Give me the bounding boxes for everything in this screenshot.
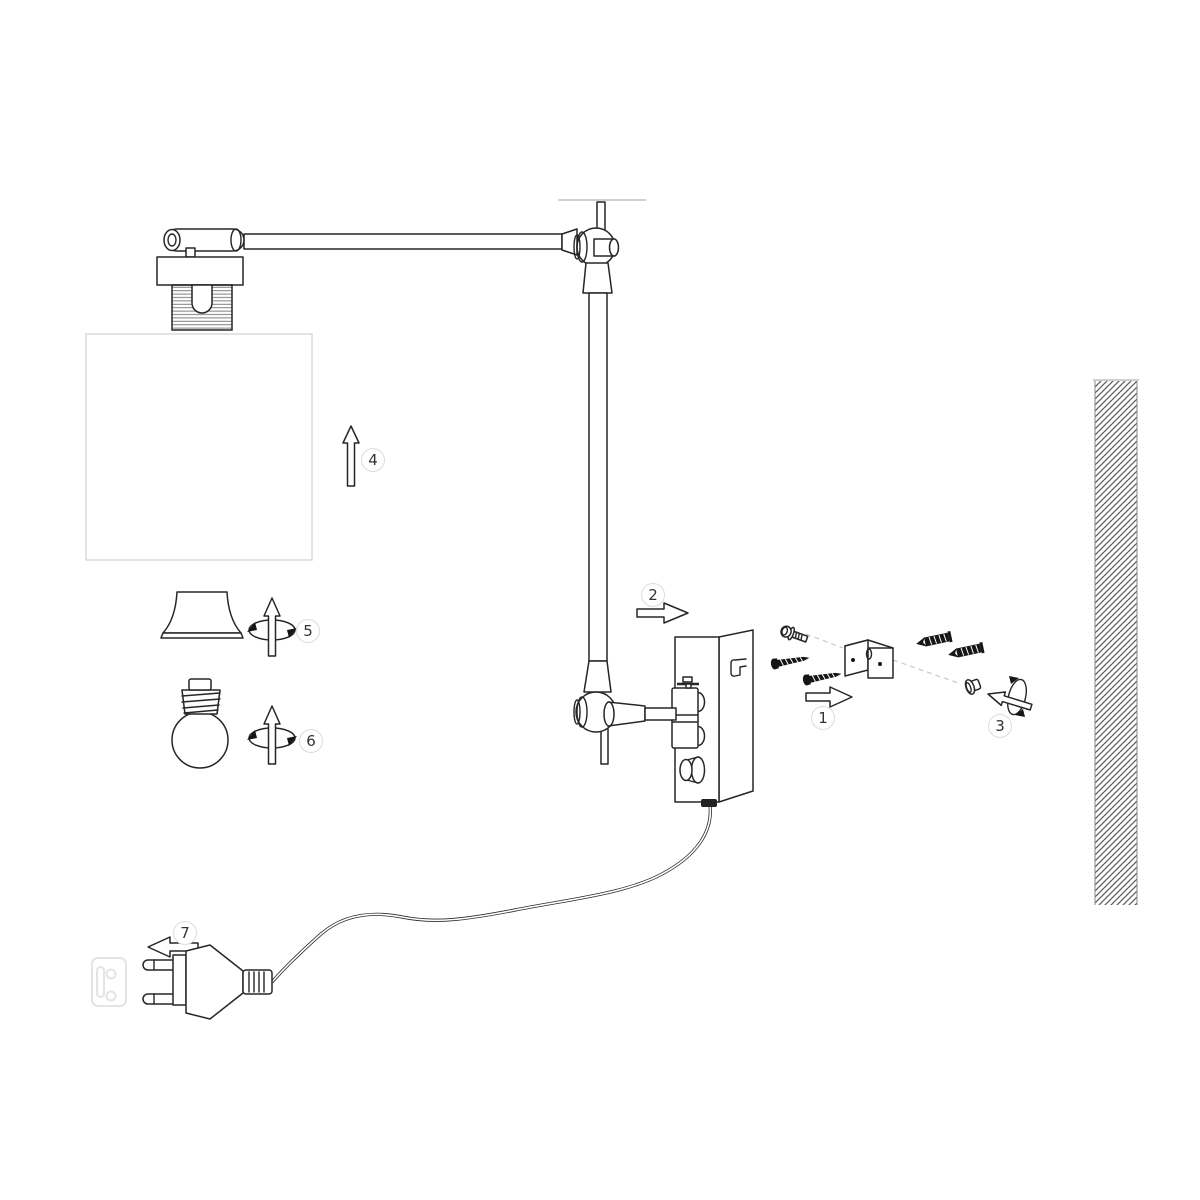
arrow-step-4 bbox=[342, 425, 360, 487]
locking-bolt bbox=[964, 678, 982, 695]
l-bracket bbox=[844, 639, 894, 679]
step-4-badge: 4 bbox=[361, 448, 385, 472]
shade-ring bbox=[160, 591, 244, 639]
arrow-step-5 bbox=[247, 597, 297, 657]
step-6-badge: 6 bbox=[299, 729, 323, 753]
flange-screw bbox=[780, 625, 809, 643]
step-7-badge: 7 bbox=[173, 921, 197, 945]
step-1-badge: 1 bbox=[811, 706, 835, 730]
upper-arm-tube bbox=[243, 233, 563, 250]
lamp-socket bbox=[156, 256, 244, 331]
plug-body bbox=[185, 944, 244, 1020]
socket-slot bbox=[191, 284, 213, 314]
arrow-step-1 bbox=[805, 686, 853, 708]
wall-section bbox=[1093, 379, 1139, 905]
step-arrows bbox=[147, 425, 1033, 958]
wall-plug bbox=[916, 631, 953, 647]
plug-pins bbox=[142, 959, 178, 1005]
power-cable bbox=[270, 804, 712, 984]
tapping-screw bbox=[802, 672, 842, 686]
wall-plug bbox=[948, 642, 985, 658]
lampshade-outline bbox=[85, 333, 313, 561]
cable-ferrule bbox=[701, 799, 717, 807]
step-3-badge: 3 bbox=[988, 714, 1012, 738]
plug-strain-relief bbox=[242, 969, 273, 995]
step-5-badge: 5 bbox=[296, 619, 320, 643]
vertical-tube bbox=[588, 292, 608, 662]
wall-mount-box bbox=[671, 629, 754, 807]
arrow-step-3 bbox=[987, 676, 1033, 717]
outlet-icon bbox=[91, 957, 127, 1007]
arm-mount-block bbox=[671, 676, 706, 749]
dimmer-knob bbox=[679, 756, 706, 784]
arrow-step-2 bbox=[636, 602, 689, 624]
step-2-badge: 2 bbox=[641, 583, 665, 607]
arrow-step-6 bbox=[247, 705, 297, 765]
swing-arm-assembly bbox=[156, 201, 677, 765]
lower-elbow-joint bbox=[573, 660, 677, 765]
mounting-hardware bbox=[770, 625, 985, 695]
light-bulb bbox=[171, 678, 229, 769]
keyhole-notch bbox=[730, 658, 747, 677]
power-plug bbox=[142, 944, 273, 1020]
tapping-screw bbox=[770, 656, 810, 670]
upper-elbow-joint bbox=[573, 227, 620, 294]
set-screw bbox=[677, 676, 699, 689]
alignment-guide-line bbox=[805, 633, 962, 685]
